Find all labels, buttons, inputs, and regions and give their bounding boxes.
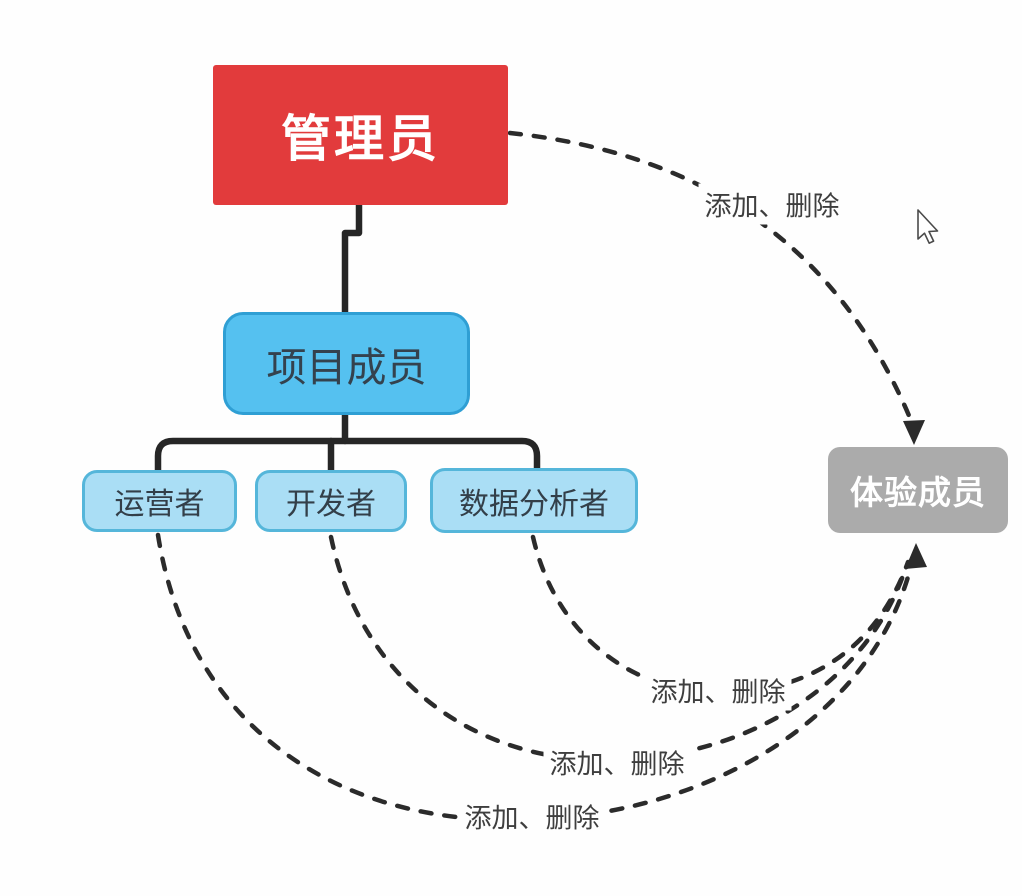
node-data-analyst[interactable]: 数据分析者 bbox=[430, 468, 638, 533]
node-data-analyst-label: 数据分析者 bbox=[459, 487, 609, 521]
arrowhead-down-icon bbox=[903, 420, 925, 445]
node-project-members[interactable]: 项目成员 bbox=[223, 312, 470, 415]
node-admin[interactable]: 管理员 bbox=[213, 65, 508, 205]
node-experience-members-label: 体验成员 bbox=[850, 474, 986, 511]
node-experience-members[interactable]: 体验成员 bbox=[828, 447, 1008, 533]
edge-admin-to-project bbox=[341, 199, 363, 318]
edge-label-operator-experience: 添加、删除 bbox=[458, 795, 606, 837]
node-operator[interactable]: 运营者 bbox=[82, 470, 237, 532]
edge-label-admin-experience: 添加、删除 bbox=[698, 183, 846, 225]
edge-label-developer-experience: 添加、删除 bbox=[543, 741, 691, 783]
edge-admin-to-experience bbox=[507, 130, 913, 421]
edge-label-analyst-experience: 添加、删除 bbox=[644, 669, 792, 711]
node-developer[interactable]: 开发者 bbox=[255, 470, 407, 532]
node-developer-label: 开发者 bbox=[286, 488, 376, 521]
edge-developer-to-experience bbox=[328, 534, 909, 763]
edge-children-bar bbox=[154, 437, 541, 474]
mouse-cursor-icon bbox=[917, 209, 939, 244]
node-operator-label: 运营者 bbox=[114, 488, 205, 521]
arrowhead-up-icon bbox=[905, 543, 927, 569]
node-project-members-label: 项目成员 bbox=[266, 345, 427, 390]
node-admin-label: 管理员 bbox=[281, 111, 440, 167]
